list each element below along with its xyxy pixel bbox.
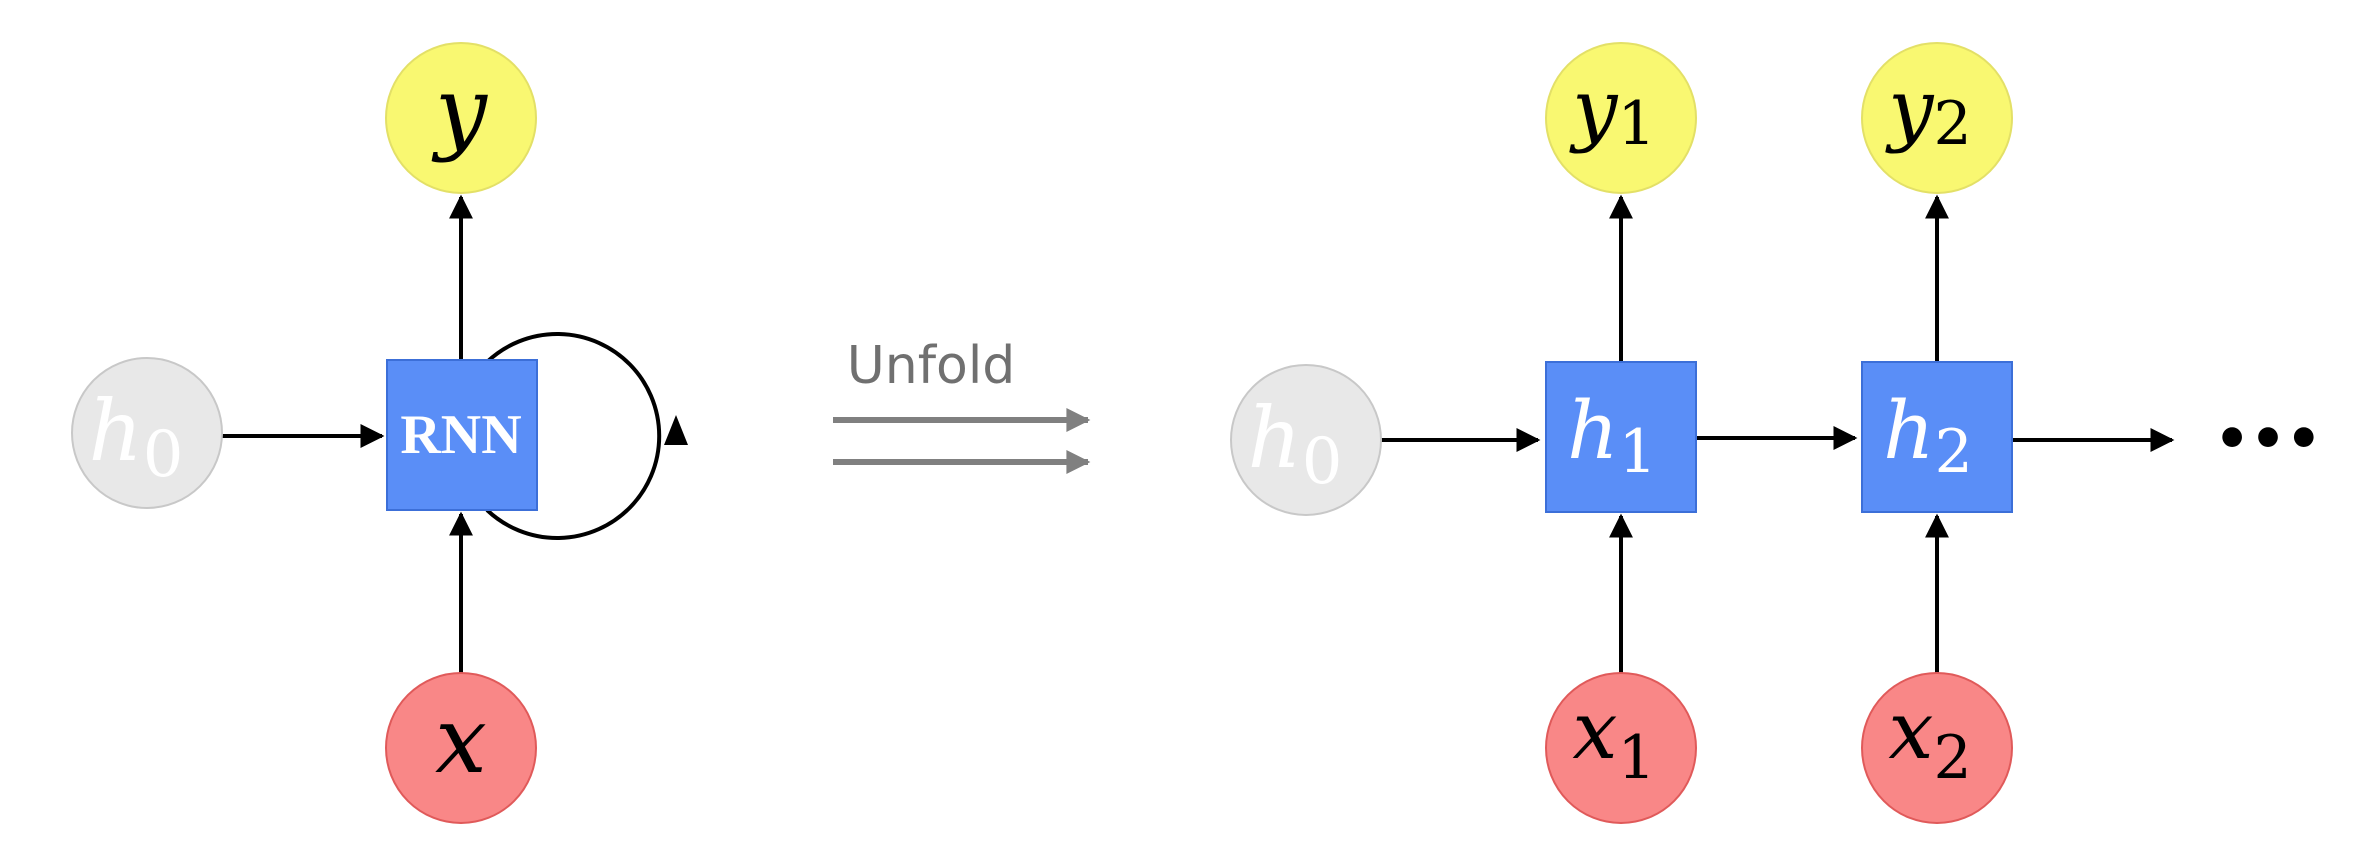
x2-label: x2 xyxy=(1888,684,1971,793)
rnn-cell-label: RNN xyxy=(400,404,521,466)
h0-node xyxy=(71,357,223,509)
continuation-ellipsis: ••• xyxy=(2214,407,2321,472)
recurrent-loop-arrow xyxy=(485,332,662,540)
rnn-cell xyxy=(386,359,538,511)
unfolded-h0-label: h0 xyxy=(1248,389,1343,499)
unfold-transition: Unfold xyxy=(833,336,1091,474)
x1-node xyxy=(1545,672,1697,824)
x2-node xyxy=(1861,672,2013,824)
unfolded-rnn: h0 h1 y1 x1 h2 y2 x2 ••• xyxy=(1230,42,2322,824)
h1-cell xyxy=(1545,361,1697,513)
y-node xyxy=(385,42,537,194)
y2-node xyxy=(1861,42,2013,194)
h2-cell xyxy=(1861,361,2013,513)
h0-label: h0 xyxy=(89,382,184,492)
unfolded-h0-node xyxy=(1230,364,1382,516)
folded-rnn: h0 RNN y x xyxy=(71,42,688,824)
x-label: x xyxy=(435,687,487,794)
unfold-label: Unfold xyxy=(847,336,1016,396)
y1-node xyxy=(1545,42,1697,194)
x1-label: x1 xyxy=(1572,684,1655,793)
recurrent-loop-arrowhead xyxy=(664,415,688,445)
y2-label: y2 xyxy=(1885,62,1971,159)
h2-label: h2 xyxy=(1883,384,1973,487)
h1-label: h1 xyxy=(1567,384,1657,487)
y-label: y xyxy=(431,57,488,164)
x-node xyxy=(385,672,537,824)
y1-label: y1 xyxy=(1569,62,1655,159)
